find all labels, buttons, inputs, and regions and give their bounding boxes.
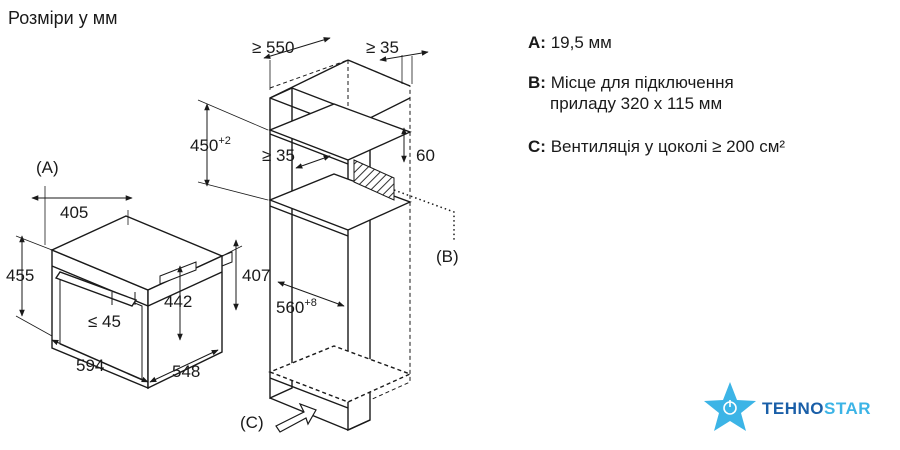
legend-key-a: A: [528,33,546,52]
dim-405: 405 [60,203,88,222]
dim-60: 60 [416,146,435,165]
tehnostar-logo: TEHNOSTAR [704,382,871,431]
ventilation-arrow-icon [275,402,317,433]
legend-item-c: C: Вентиляція у цоколі ≥ 200 см² [528,136,785,157]
dim-548: 548 [172,362,200,381]
legend-text-a: 19,5 мм [550,33,612,52]
dim-407: 407 [242,266,270,285]
legend-text-c: Вентиляція у цоколі ≥ 200 см² [550,137,786,156]
logo-text: TEHNOSTAR [762,399,871,418]
dim-min-35-top: ≥ 35 [366,38,399,57]
connection-leader [393,189,455,240]
dim-560-tolerance: +8 [304,297,317,309]
dim-455: 455 [6,266,34,285]
dim-min-550: ≥ 550 [252,38,294,57]
dim-handle-gap: ≤ 45 [88,312,121,331]
dim-442: 442 [164,292,192,311]
legend-item-b: B: Місце для підключення приладу 320 x 1… [528,72,734,114]
cabinet-label-c: (C) [240,413,264,432]
oven-dimension-lines [15,186,243,383]
legend-text-b-line2: приладу 320 x 115 мм [550,94,723,113]
oven-label-a: (A) [36,158,59,177]
cabinet-dimension-lines [197,37,429,307]
connection-area-hatch [353,159,395,201]
legend-key-b: B: [528,73,546,92]
dim-560: 560+8 [276,297,317,317]
page-title: Розміри у мм [8,8,117,28]
dim-450: 450+2 [190,135,231,155]
logo-text-part1: TEHNO [762,399,824,418]
legend-text-b-line1: Місце для підключення [550,73,734,92]
legend-item-a: A: 19,5 мм [528,32,612,53]
legend-key-c: C: [528,137,546,156]
cabinet-drawing [268,59,412,432]
cabinet-label-b: (B) [436,247,459,266]
logo-text-part2: STAR [824,399,871,418]
dim-min-35-shelf: ≥ 35 [262,146,295,165]
dim-594: 594 [76,356,104,375]
dim-450-tolerance: +2 [218,135,231,147]
